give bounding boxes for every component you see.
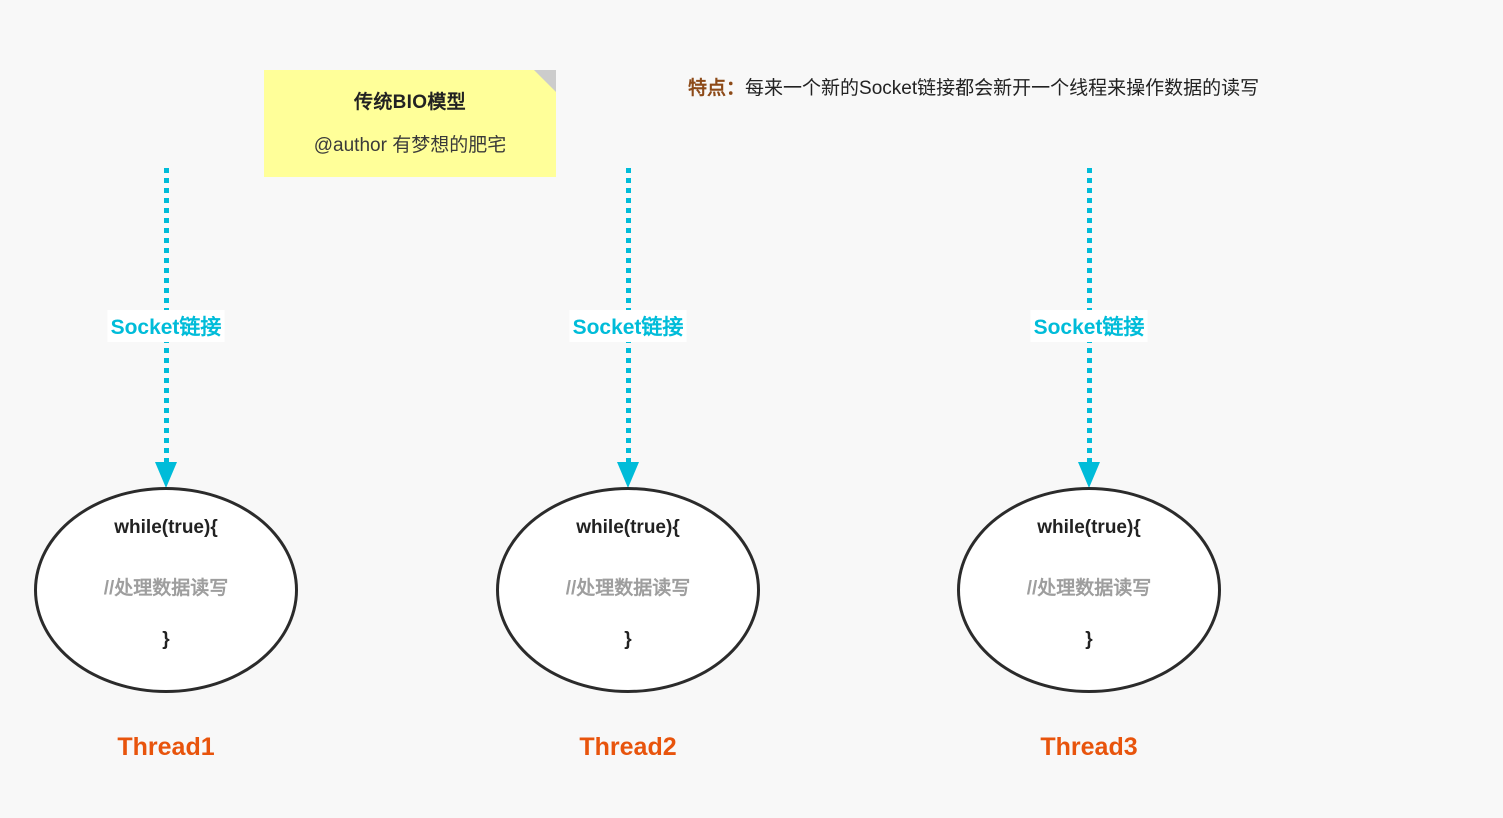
code-line-while-1: while(true){: [114, 517, 218, 538]
code-line-comment-3: //处理数据读写: [1026, 578, 1152, 599]
code-line-close-2: }: [624, 629, 632, 650]
thread-loop-ellipse-2: while(true){ //处理数据读写 }: [496, 487, 760, 693]
code-line-close-3: }: [1085, 629, 1093, 650]
arrowhead-icon-1: [155, 462, 177, 488]
arrowhead-icon-2: [617, 462, 639, 488]
sticky-note: 传统BIO模型 @author 有梦想的肥宅: [264, 70, 556, 177]
code-line-while-2: while(true){: [576, 517, 680, 538]
headline-text: 每来一个新的Socket链接都会新开一个线程来操作数据的读写: [745, 78, 1260, 99]
note-fold-corner-icon: [534, 70, 556, 92]
code-line-comment-1: //处理数据读写: [103, 578, 229, 599]
thread-loop-ellipse-3: while(true){ //处理数据读写 }: [957, 487, 1221, 693]
code-line-comment-2: //处理数据读写: [565, 578, 691, 599]
socket-link-label-1: Socket链接: [107, 310, 225, 342]
headline-key: 特点：: [688, 78, 746, 99]
note-author: @author 有梦想的肥宅: [313, 135, 507, 156]
thread-loop-ellipse-1: while(true){ //处理数据读写 }: [34, 487, 298, 693]
thread-label-3: Thread3: [1040, 733, 1138, 761]
note-title: 传统BIO模型: [354, 92, 466, 113]
headline: 特点：每来一个新的Socket链接都会新开一个线程来操作数据的读写: [688, 76, 1259, 102]
arrowhead-icon-3: [1078, 462, 1100, 488]
socket-link-label-2: Socket链接: [569, 310, 687, 342]
socket-link-label-3: Socket链接: [1030, 310, 1148, 342]
code-line-close-1: }: [162, 629, 170, 650]
thread-label-1: Thread1: [117, 733, 215, 761]
code-line-while-3: while(true){: [1037, 517, 1141, 538]
thread-label-2: Thread2: [579, 733, 677, 761]
